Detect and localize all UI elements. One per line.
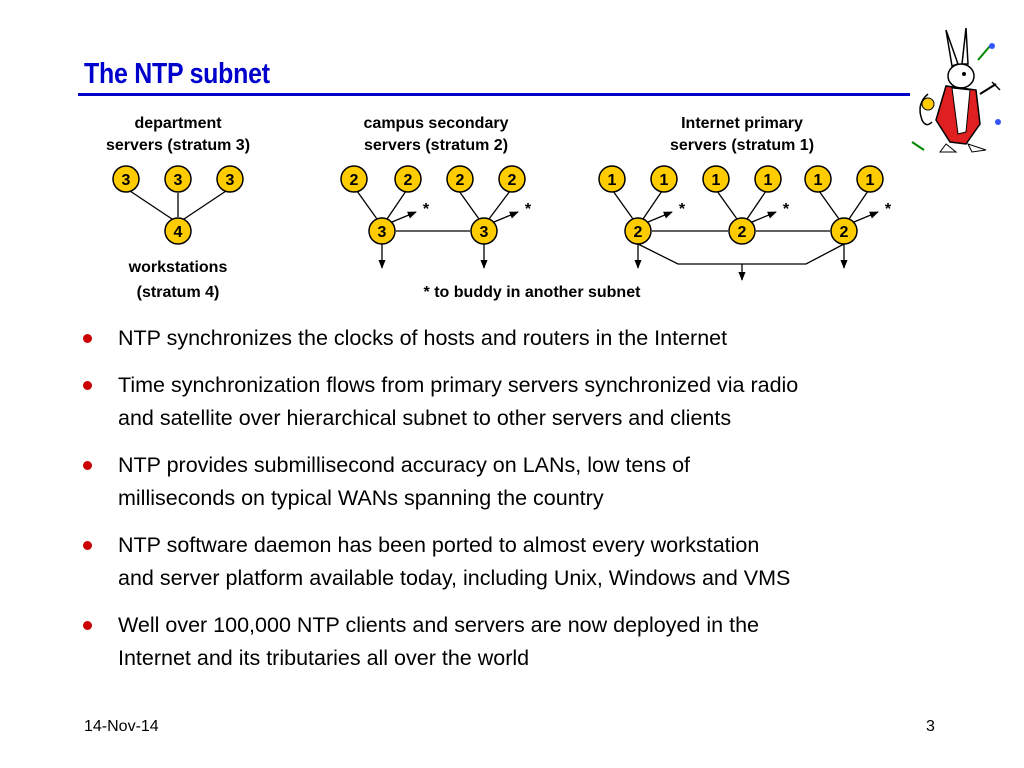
internet-star: * <box>885 201 892 218</box>
bullet-line: milliseconds on typical WANs spanning th… <box>118 486 604 510</box>
campus-secondary-node: 3 <box>368 217 396 245</box>
internet-buddy-arrow <box>751 211 777 223</box>
bullet-line: NTP provides submillisecond accuracy on … <box>118 453 690 477</box>
campus-label-line1: campus secondary <box>364 115 509 132</box>
dept-edge <box>183 190 227 220</box>
campus-label-line2: servers (stratum 2) <box>364 137 508 154</box>
bullet-item: NTP synchronizes the clocks of hosts and… <box>80 322 960 355</box>
svg-text:2: 2 <box>508 172 517 189</box>
campus-star: * <box>423 201 430 218</box>
buddy-note: * to buddy in another subnet <box>424 284 642 301</box>
internet-label-line2: servers (stratum 1) <box>670 137 814 154</box>
internet-primary-node: 1 <box>650 165 678 193</box>
workstation-node: 4 <box>164 217 192 245</box>
svg-text:2: 2 <box>840 224 849 241</box>
bullet-line: Well over 100,000 NTP clients and server… <box>118 613 759 637</box>
campus-buddy-arrow <box>493 211 519 223</box>
page-number: 3 <box>926 718 935 735</box>
svg-text:3: 3 <box>226 172 235 189</box>
bullet-dot-icon <box>83 621 92 630</box>
svg-text:1: 1 <box>608 172 617 189</box>
campus-server-node: 2 <box>394 165 422 193</box>
campus-edge <box>386 190 407 220</box>
internet-primary-node: 1 <box>856 165 884 193</box>
bullet-line: NTP software daemon has been ported to a… <box>118 533 760 557</box>
internet-outer-loop <box>637 243 845 265</box>
bullet-dot-icon <box>83 334 92 343</box>
internet-primary-node: 1 <box>804 165 832 193</box>
svg-text:2: 2 <box>350 172 359 189</box>
bullet-line: and server platform available today, inc… <box>118 566 791 590</box>
svg-text:3: 3 <box>122 172 131 189</box>
white-rabbit-clipart <box>911 27 1001 153</box>
svg-text:1: 1 <box>712 172 721 189</box>
workstations-label-line2: (stratum 4) <box>137 284 220 301</box>
campus-edge <box>458 190 480 220</box>
bullet-dot-icon <box>83 541 92 550</box>
dept-server-node: 3 <box>112 165 140 193</box>
ntp-subnet-diagram: department servers (stratum 3) campus se… <box>106 115 892 301</box>
internet-star: * <box>679 201 686 218</box>
dept-server-node: 3 <box>216 165 244 193</box>
slide-title: The NTP subnet <box>84 58 270 90</box>
campus-star: * <box>525 201 532 218</box>
department-label-line1: department <box>134 115 222 132</box>
bullet-item: NTP software daemon has been ported to a… <box>80 529 960 595</box>
bullet-line: and satellite over hierarchical subnet t… <box>118 406 732 430</box>
bullet-item: NTP provides submillisecond accuracy on … <box>80 449 960 515</box>
workstations-label-line1: workstations <box>128 259 228 276</box>
dept-edge <box>129 190 173 220</box>
internet-edge <box>716 190 738 220</box>
internet-primary-node: 1 <box>702 165 730 193</box>
svg-text:3: 3 <box>480 224 489 241</box>
svg-text:2: 2 <box>404 172 413 189</box>
svg-text:3: 3 <box>174 172 183 189</box>
internet-edge <box>848 190 869 220</box>
internet-label-line1: Internet primary <box>681 115 803 132</box>
internet-primary-node: 1 <box>598 165 626 193</box>
campus-server-node: 2 <box>446 165 474 193</box>
internet-edge <box>642 190 663 220</box>
internet-secondary-node: 2 <box>728 217 756 245</box>
internet-edge <box>818 190 840 220</box>
bullet-list: NTP synchronizes the clocks of hosts and… <box>80 322 960 689</box>
internet-secondary-node: 2 <box>830 217 858 245</box>
svg-text:2: 2 <box>634 224 643 241</box>
svg-text:2: 2 <box>456 172 465 189</box>
internet-secondary-node: 2 <box>624 217 652 245</box>
internet-edge <box>746 190 767 220</box>
campus-server-node: 2 <box>340 165 368 193</box>
internet-star: * <box>783 201 790 218</box>
internet-buddy-arrow <box>853 211 879 223</box>
campus-edge <box>356 190 378 220</box>
svg-text:2: 2 <box>738 224 747 241</box>
department-label-line2: servers (stratum 3) <box>106 137 250 154</box>
campus-buddy-arrow <box>391 211 417 223</box>
svg-text:4: 4 <box>174 224 183 241</box>
bullet-dot-icon <box>83 381 92 390</box>
svg-text:1: 1 <box>814 172 823 189</box>
bullet-line: Time synchronization flows from primary … <box>118 373 799 397</box>
campus-edge <box>488 190 511 220</box>
dept-server-node: 3 <box>164 165 192 193</box>
bullet-line: NTP synchronizes the clocks of hosts and… <box>118 326 728 350</box>
svg-text:1: 1 <box>764 172 773 189</box>
svg-text:1: 1 <box>660 172 669 189</box>
footer-date: 14-Nov-14 <box>84 718 159 735</box>
campus-secondary-node: 3 <box>470 217 498 245</box>
internet-buddy-arrow <box>647 211 673 223</box>
svg-text:3: 3 <box>378 224 387 241</box>
bullet-line: Internet and its tributaries all over th… <box>118 646 530 670</box>
bullet-dot-icon <box>83 461 92 470</box>
internet-primary-node: 1 <box>754 165 782 193</box>
svg-text:1: 1 <box>866 172 875 189</box>
internet-edge <box>612 190 634 220</box>
title-underline <box>78 93 910 96</box>
campus-server-node: 2 <box>498 165 526 193</box>
bullet-item: Well over 100,000 NTP clients and server… <box>80 609 960 675</box>
bullet-item: Time synchronization flows from primary … <box>80 369 960 435</box>
